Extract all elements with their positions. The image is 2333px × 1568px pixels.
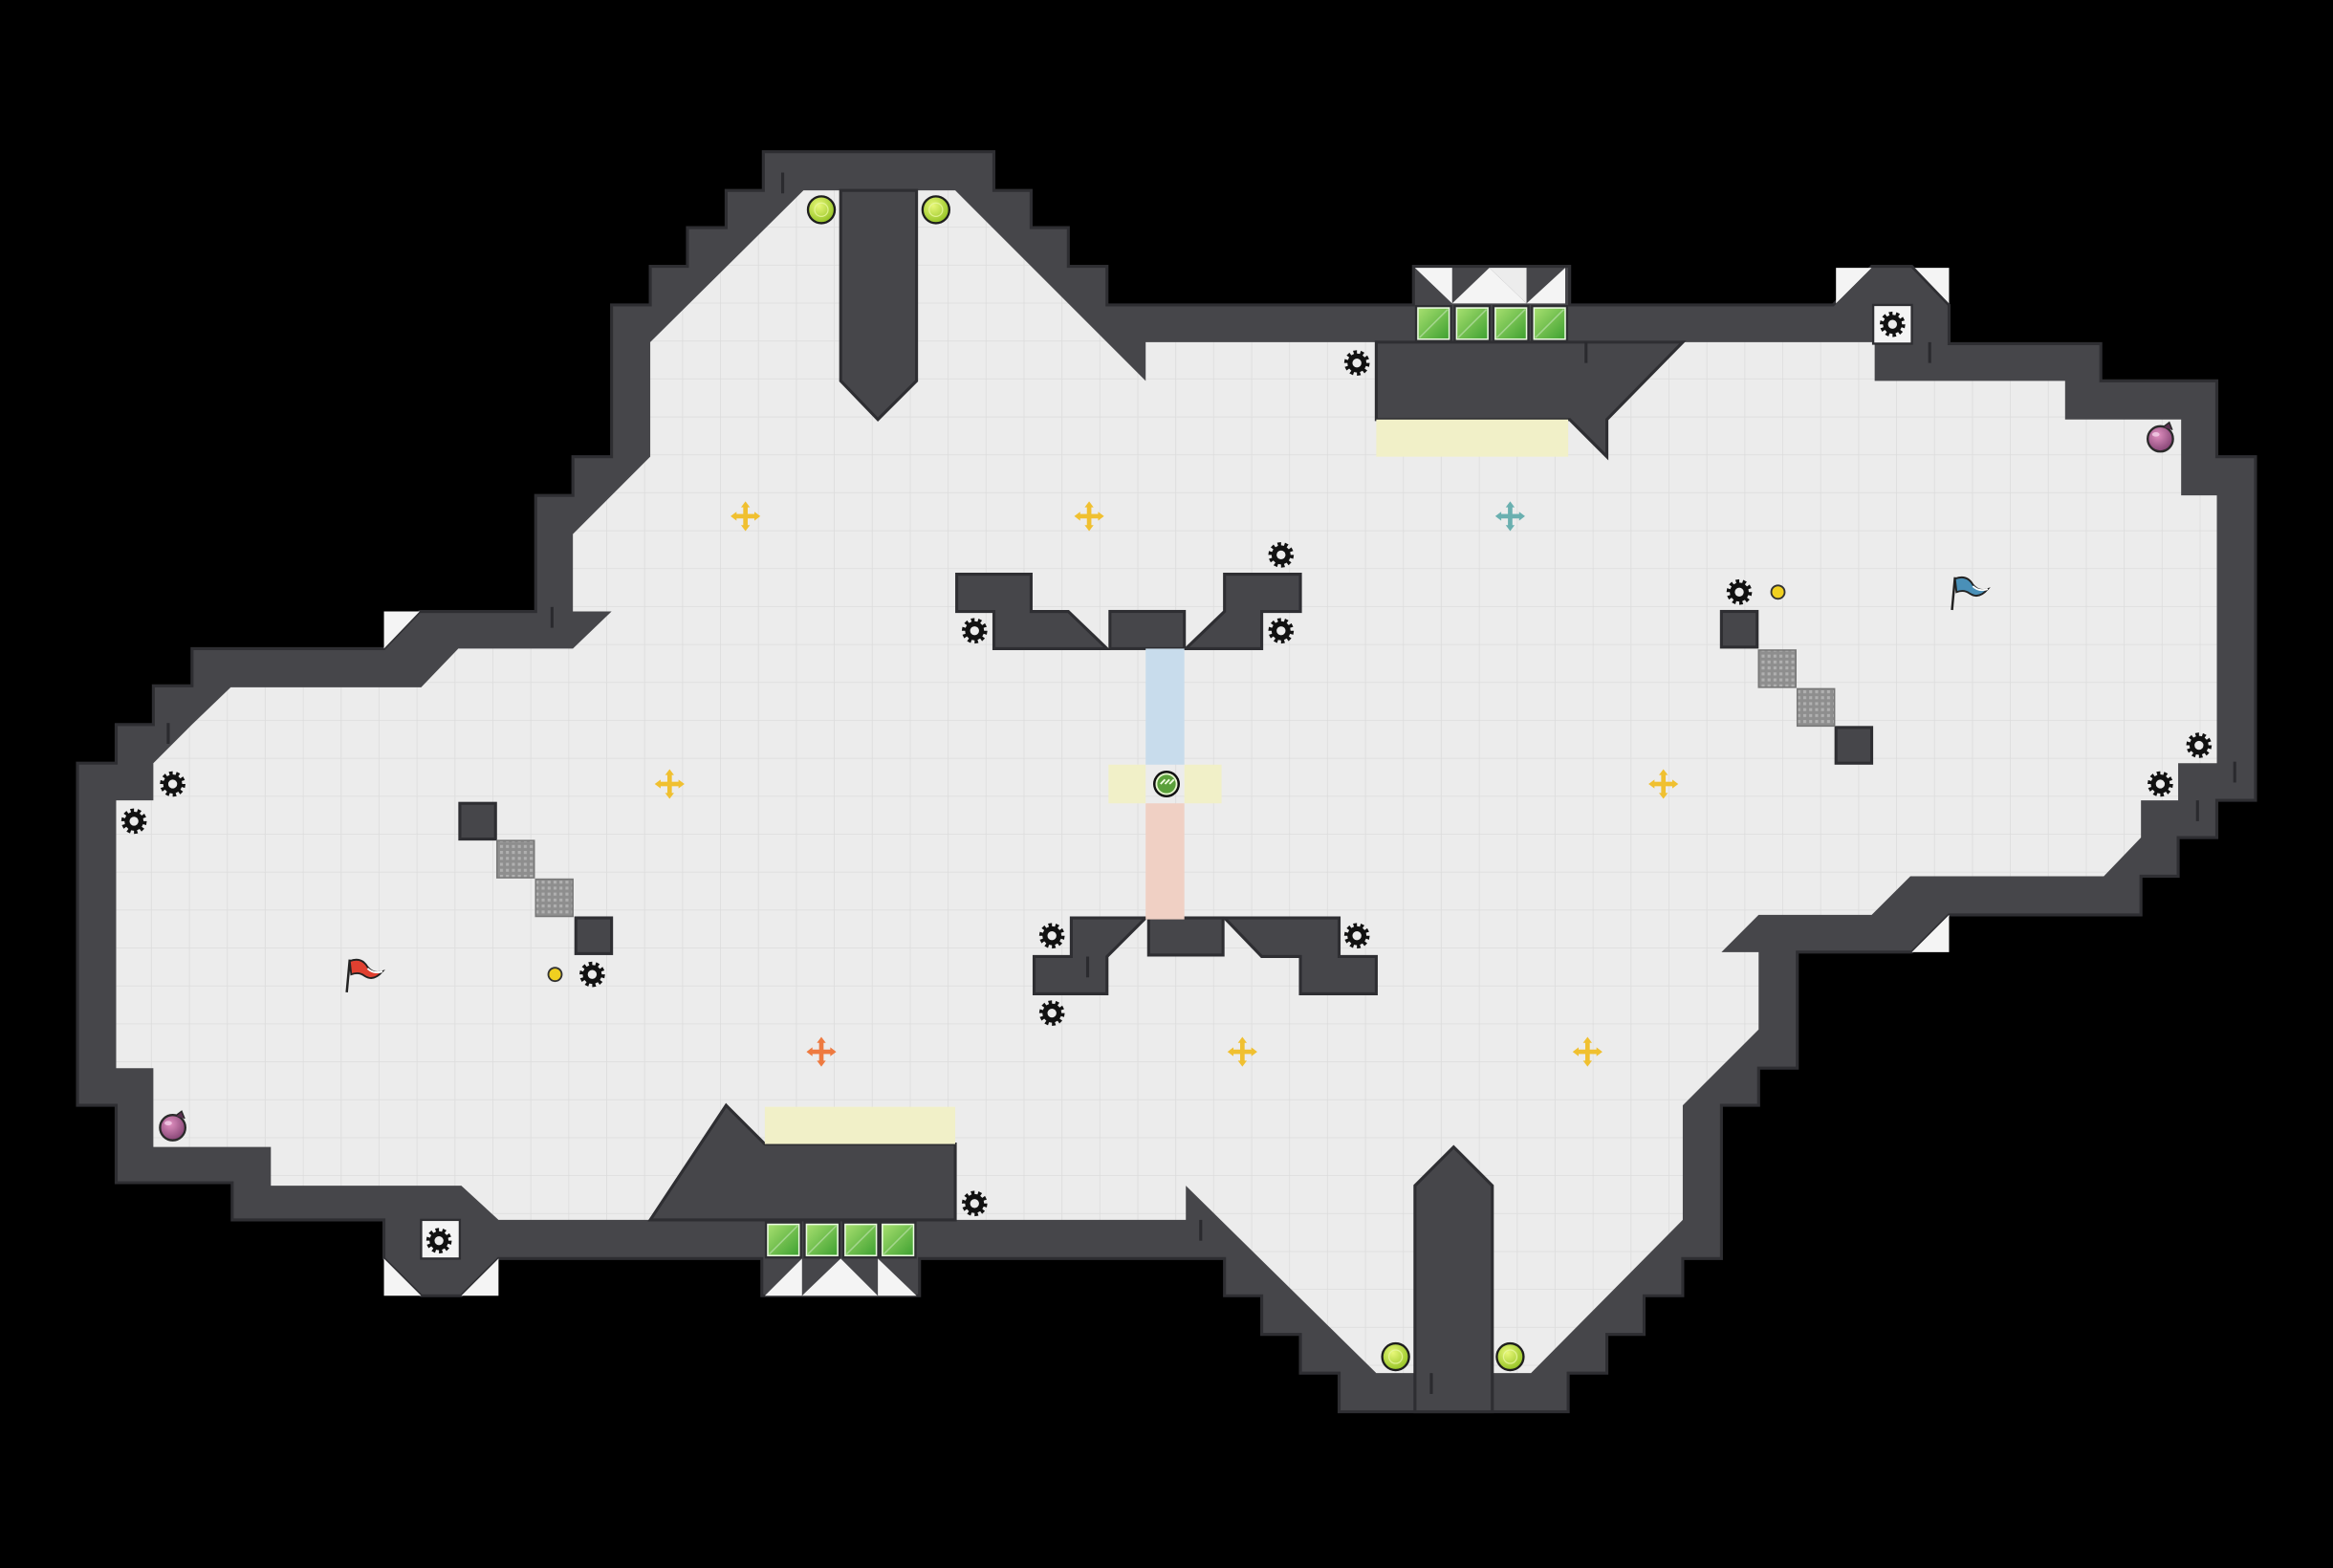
gear-icon: [425, 1228, 452, 1254]
wall-tick-marks: [166, 172, 2236, 1394]
gear-icon: [1726, 578, 1753, 605]
coin-icon[interactable]: [1770, 584, 1786, 600]
red-lane: [1145, 803, 1185, 920]
gear-icon: [1268, 618, 1295, 644]
move-arrows-icon: [806, 1036, 837, 1067]
coin-icon[interactable]: [547, 967, 563, 983]
move-arrows-icon: [1648, 769, 1679, 799]
gears-layer: [120, 311, 2213, 1254]
blue-flag-icon[interactable]: [1951, 576, 1991, 611]
gear-icon: [1038, 1000, 1065, 1027]
grate-tile: [1796, 687, 1836, 728]
goal-orb-icon[interactable]: [1381, 1341, 1410, 1372]
green-block: [1414, 304, 1452, 342]
grate-tile: [1757, 649, 1797, 688]
red-flag-icon[interactable]: [345, 958, 385, 992]
yellow-pad-top: [1376, 419, 1569, 457]
gear-icon: [1268, 541, 1295, 568]
green-block: [1453, 304, 1492, 342]
gear-icon: [160, 771, 185, 797]
grate-tile: [496, 839, 535, 879]
goal-orb-icon[interactable]: [921, 195, 950, 225]
green-block: [803, 1221, 841, 1259]
green-block: [1531, 304, 1569, 342]
move-arrows-icon: [654, 769, 685, 799]
move-arrows-icon: [1227, 1036, 1257, 1067]
gear-icon: [2148, 771, 2173, 797]
green-block: [879, 1221, 917, 1259]
green-blocks: [764, 304, 1569, 1259]
gear-icon: [1343, 923, 1370, 949]
gear-icon: [1879, 311, 1906, 338]
grate-tile: [534, 878, 574, 918]
green-block: [1492, 304, 1530, 342]
gear-icon: [961, 618, 988, 644]
move-arrows-icon: [1494, 501, 1525, 532]
move-arrows-icon: [730, 501, 761, 532]
move-arrows-icon: [1572, 1036, 1603, 1067]
gear-icon: [1038, 923, 1065, 949]
yellow-pad-bottom: [764, 1106, 956, 1144]
blue-lane: [1145, 648, 1185, 765]
player-ball-icon[interactable]: [1152, 770, 1181, 798]
potion-icon[interactable]: [159, 1110, 187, 1142]
gear-icon: [120, 808, 147, 835]
yellow-pad-left: [1108, 764, 1146, 804]
potion-icon[interactable]: [2146, 421, 2174, 453]
move-arrows-icon: [1074, 501, 1104, 532]
gear-icon: [961, 1190, 988, 1217]
pads: [764, 419, 1569, 1144]
orbs-layer: [806, 195, 1525, 1372]
gear-icon: [2186, 732, 2213, 758]
green-block: [841, 1221, 880, 1259]
gear-icon: [579, 961, 605, 988]
goal-orb-icon[interactable]: [1495, 1341, 1525, 1372]
green-block: [764, 1221, 802, 1259]
yellow-pad-right: [1184, 764, 1222, 804]
crosshairs-layer: [654, 501, 1679, 1067]
goal-orb-icon[interactable]: [806, 195, 837, 225]
gear-icon: [1343, 350, 1370, 377]
grates: [496, 649, 1836, 918]
